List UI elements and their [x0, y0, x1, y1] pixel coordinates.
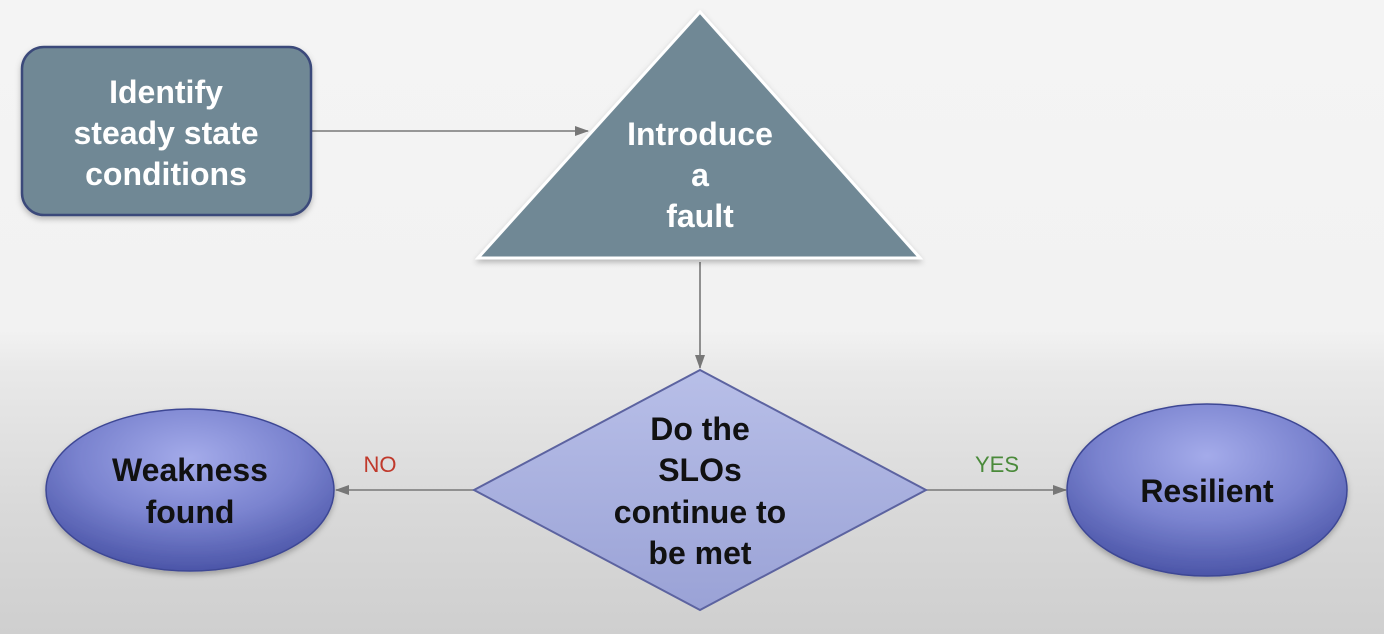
decision-line-1: Do the — [650, 411, 750, 447]
weakness-found-node: Weakness found — [45, 408, 335, 572]
introduce-fault-node: Introduce a fault — [474, 9, 924, 260]
weakness-line-1: Weakness — [112, 452, 268, 488]
identify-steady-state-node: Identify steady state conditions — [20, 45, 313, 217]
introduce-line-3: fault — [666, 198, 734, 234]
identify-line-2: steady state — [74, 115, 259, 151]
decision-line-4: be met — [648, 535, 751, 571]
identify-line-1: Identify — [109, 74, 223, 110]
introduce-line-1: Introduce — [627, 116, 773, 152]
no-label: NO — [364, 452, 397, 477]
resilient-node: Resilient — [1066, 403, 1348, 577]
decision-line-3: continue to — [614, 494, 786, 530]
introduce-line-2: a — [691, 157, 709, 193]
yes-label: YES — [975, 452, 1019, 477]
identify-line-3: conditions — [85, 156, 247, 192]
decision-node: Do the SLOs continue to be met — [471, 368, 929, 612]
decision-line-2: SLOs — [658, 452, 742, 488]
weakness-line-2: found — [146, 494, 235, 530]
resilient-line-1: Resilient — [1140, 473, 1274, 509]
